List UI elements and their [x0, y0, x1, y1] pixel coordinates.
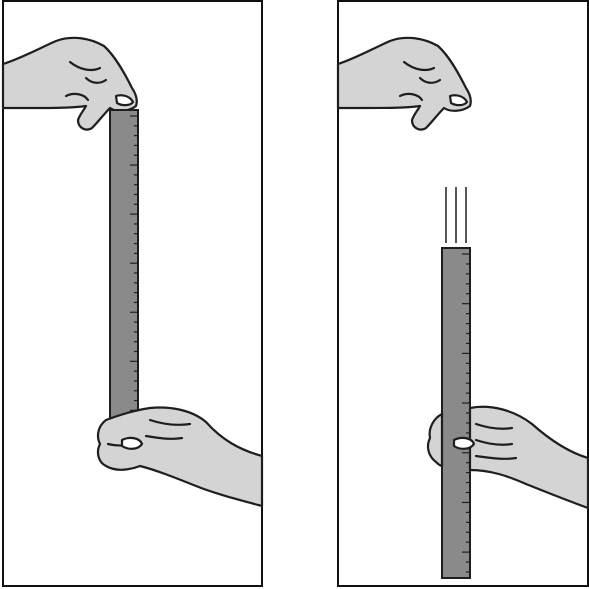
- hand-detail: [418, 76, 442, 84]
- panel-before-drop: [1, 0, 264, 587]
- hand-detail: [64, 92, 90, 102]
- ruler: [441, 247, 471, 579]
- hand-shape: [96, 406, 264, 508]
- panel-frame: [337, 0, 589, 587]
- hand-detail: [474, 438, 514, 446]
- thumbnail: [120, 436, 144, 450]
- ruler: [109, 109, 139, 436]
- hand-detail: [84, 76, 108, 84]
- hand-detail: [402, 60, 436, 72]
- thumbnail: [448, 94, 469, 107]
- ruler-body: [109, 109, 139, 436]
- hand-detail: [144, 434, 184, 440]
- hand-detail: [148, 418, 192, 426]
- falling-motion-lines: [445, 187, 467, 243]
- hand-detail: [474, 454, 518, 460]
- hand-shape: [468, 405, 589, 510]
- hand-shape: [426, 412, 444, 468]
- hand-detail: [474, 422, 514, 430]
- hand-detail: [398, 92, 424, 102]
- top-hand-released: [336, 36, 472, 131]
- hand-detail: [68, 60, 102, 72]
- thumbnail: [452, 436, 476, 450]
- bottom-hand-catching: [426, 405, 589, 510]
- bottom-hand-open: [96, 406, 264, 508]
- ruler-body: [441, 247, 471, 579]
- thumbnail: [114, 94, 135, 107]
- panel-frame: [2, 0, 263, 587]
- top-hand-holding: [1, 36, 138, 131]
- ruler-ticks: [130, 115, 138, 431]
- panel-after-drop: [336, 0, 589, 587]
- hand-shape: [336, 36, 472, 131]
